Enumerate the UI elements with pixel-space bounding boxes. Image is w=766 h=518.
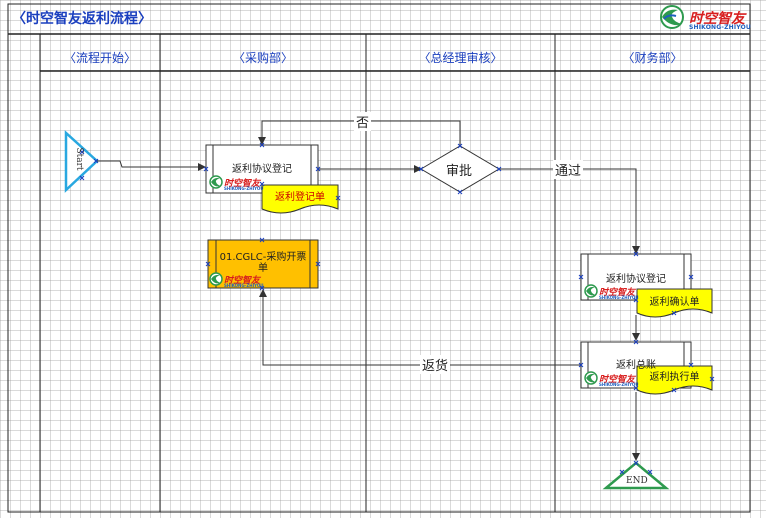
return-goods-label: 返货 xyxy=(420,355,451,374)
connection-markers xyxy=(79,142,715,475)
settle-label: 返利总账 xyxy=(616,360,656,371)
lane-header-start: 〈流程开始〉 xyxy=(63,50,136,65)
mini-logo-text: 时空智友 xyxy=(599,375,636,385)
page-title: 〈时空智友返利流程〉 xyxy=(12,11,152,27)
reject-label: 否 xyxy=(354,112,372,131)
mini-logo-text: 时空智友 xyxy=(224,179,261,189)
logo-subtext: SHIKONG-ZHIYOU xyxy=(689,24,752,31)
pass-label: 通过 xyxy=(553,160,584,179)
mini-logo-icon xyxy=(584,284,598,298)
lane-header-gm-review: 〈总经理审核〉 xyxy=(418,50,503,65)
lane-header-finance: 〈财务部〉 xyxy=(622,50,683,65)
mini-logo-subtext: SHIKONG-ZHIYOU xyxy=(224,186,264,191)
cglc-label: 01.CGLC-采购开票单 xyxy=(219,252,307,274)
end-label: END xyxy=(626,476,648,486)
mini-logo-icon xyxy=(209,272,223,286)
company-logo-icon xyxy=(660,5,684,29)
register-document[interactable] xyxy=(261,184,339,214)
start-node[interactable] xyxy=(64,130,99,193)
confirm-doc-label: 返利确认单 xyxy=(649,297,700,308)
start-label: Start xyxy=(74,147,84,171)
mini-logo-icon xyxy=(209,175,223,189)
connector-return-goods xyxy=(259,289,581,366)
register-doc-label: 返利登记单 xyxy=(275,192,325,203)
mini-logo-subtext: SHIKONG-ZHIYOU xyxy=(224,283,264,288)
register-label: 返利协议登记 xyxy=(232,164,292,175)
end-node[interactable] xyxy=(602,461,670,490)
connector-start-register xyxy=(97,160,206,171)
mini-logo-text: 时空智友 xyxy=(224,276,261,286)
mini-logo-icon xyxy=(584,371,598,385)
outer-frame xyxy=(7,3,751,513)
mini-logo-subtext: SHIKONG-ZHIYOU xyxy=(599,382,639,387)
lane-header-purchasing: 〈采购部〉 xyxy=(232,50,293,65)
approve-label: 审批 xyxy=(446,164,473,179)
connector-pass xyxy=(499,168,640,254)
execute-doc-label: 返利执行单 xyxy=(649,372,700,383)
mini-logo-text: 时空智友 xyxy=(599,288,636,298)
logo-text: 时空智友 xyxy=(689,11,745,27)
finance-register-label: 返利协议登记 xyxy=(606,274,666,285)
mini-logo-subtext: SHIKONG-ZHIYOU xyxy=(599,295,639,300)
